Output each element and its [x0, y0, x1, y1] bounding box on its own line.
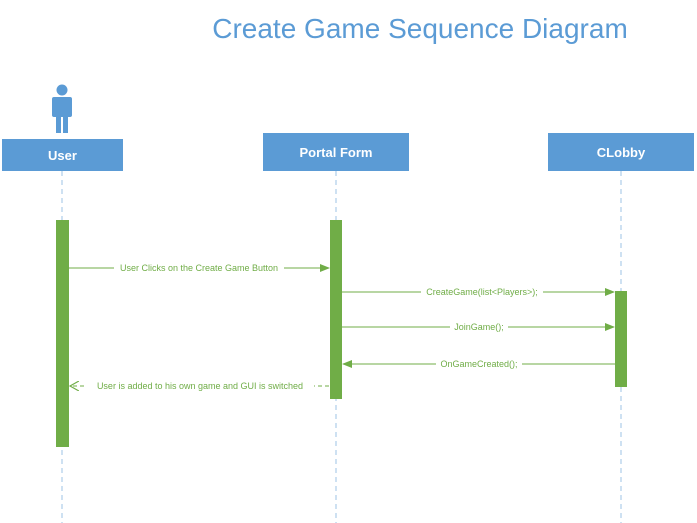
message-label: User is added to his own game and GUI is… [97, 381, 303, 391]
lifeline-clobby: CLobby [548, 133, 694, 171]
message-label: User Clicks on the Create Game Button [120, 263, 278, 273]
message-label-bg [114, 262, 284, 273]
message-user-added-to-game: User is added to his own game and GUI is… [70, 380, 329, 391]
message-create-game: CreateGame(list<Players>); [342, 286, 615, 297]
lifeline-clobby-header [548, 133, 694, 171]
message-label-bg [450, 321, 508, 332]
lifeline-portal-form-label: Portal Form [300, 145, 373, 160]
message-on-game-created: OnGameCreated(); [342, 358, 615, 369]
message-label-bg [436, 358, 522, 369]
lifeline-user-header [2, 139, 123, 171]
message-label-bg [86, 380, 314, 391]
lifeline-portal-form: Portal Form [263, 133, 409, 171]
lifeline-user-label: User [48, 148, 77, 163]
activation-bar-portal-form [330, 220, 342, 399]
message-label: OnGameCreated(); [440, 359, 517, 369]
message-user-clicks-create: User Clicks on the Create Game Button [69, 262, 330, 273]
activation-bar-user [56, 220, 69, 447]
diagram-title: Create Game Sequence Diagram [212, 13, 628, 44]
message-join-game: JoinGame(); [342, 321, 615, 332]
message-label-bg [421, 286, 543, 297]
lifeline-user: User [2, 139, 123, 171]
message-label: JoinGame(); [454, 322, 504, 332]
message-label: CreateGame(list<Players>); [426, 287, 538, 297]
activation-bar-clobby [615, 291, 627, 387]
user-actor-icon [52, 84, 72, 133]
lifeline-portal-form-header [263, 133, 409, 171]
lifeline-clobby-label: CLobby [597, 145, 646, 160]
